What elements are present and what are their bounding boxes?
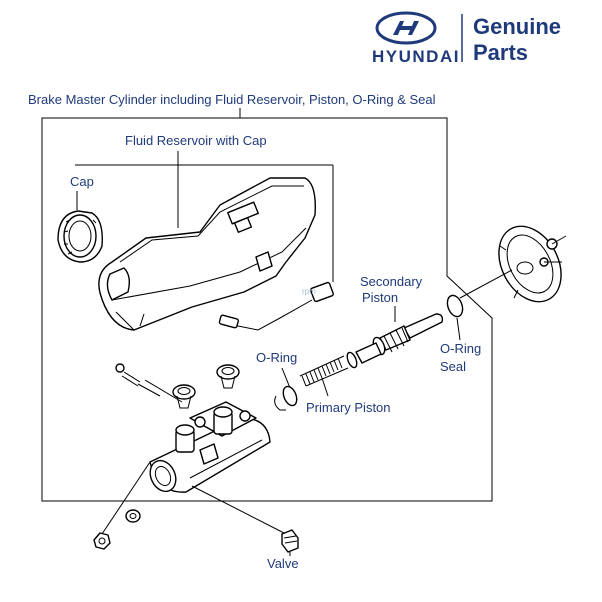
hyundai-logo-icon — [375, 11, 437, 45]
reservoir-cap — [57, 210, 103, 263]
brake-booster — [498, 225, 567, 303]
secondary-piston — [355, 313, 444, 364]
brand-name: HYUNDAI — [372, 47, 460, 66]
mounting-bolt — [115, 363, 183, 403]
valve — [281, 529, 299, 553]
brand-header: HYUNDAI Genuine Parts — [372, 11, 561, 66]
reservoir-label: Fluid Reservoir with Cap — [125, 133, 267, 148]
primary-piston — [299, 351, 358, 387]
oring-seal-right — [446, 294, 464, 318]
oring-left-label: O-Ring — [256, 350, 297, 365]
secondary-piston-label-line1: Secondary — [360, 274, 423, 289]
mounting-nut — [93, 532, 111, 550]
reservoir-grommet-right — [216, 364, 240, 389]
oring-seal-label-line2: Seal — [440, 359, 466, 374]
cap-label: Cap — [70, 174, 94, 189]
fluid-reservoir — [98, 177, 334, 331]
master-cylinder-body — [149, 401, 271, 493]
assembly-frame — [41, 117, 493, 502]
secondary-piston-label-line2: Piston — [362, 290, 398, 305]
mounting-washer — [125, 509, 141, 523]
assembly-title: Brake Master Cylinder including Fluid Re… — [28, 92, 436, 107]
brand-tagline-parts: Parts — [473, 40, 528, 65]
primary-piston-label: Primary Piston — [306, 400, 391, 415]
retaining-clip — [274, 395, 286, 411]
reservoir-grommet-left — [172, 384, 196, 409]
brand-tagline-genuine: Genuine — [473, 14, 561, 39]
oring-left — [282, 385, 298, 407]
watermark: rpm — [302, 287, 316, 296]
oring-seal-label-line1: O-Ring — [440, 341, 481, 356]
valve-label: Valve — [267, 556, 299, 571]
